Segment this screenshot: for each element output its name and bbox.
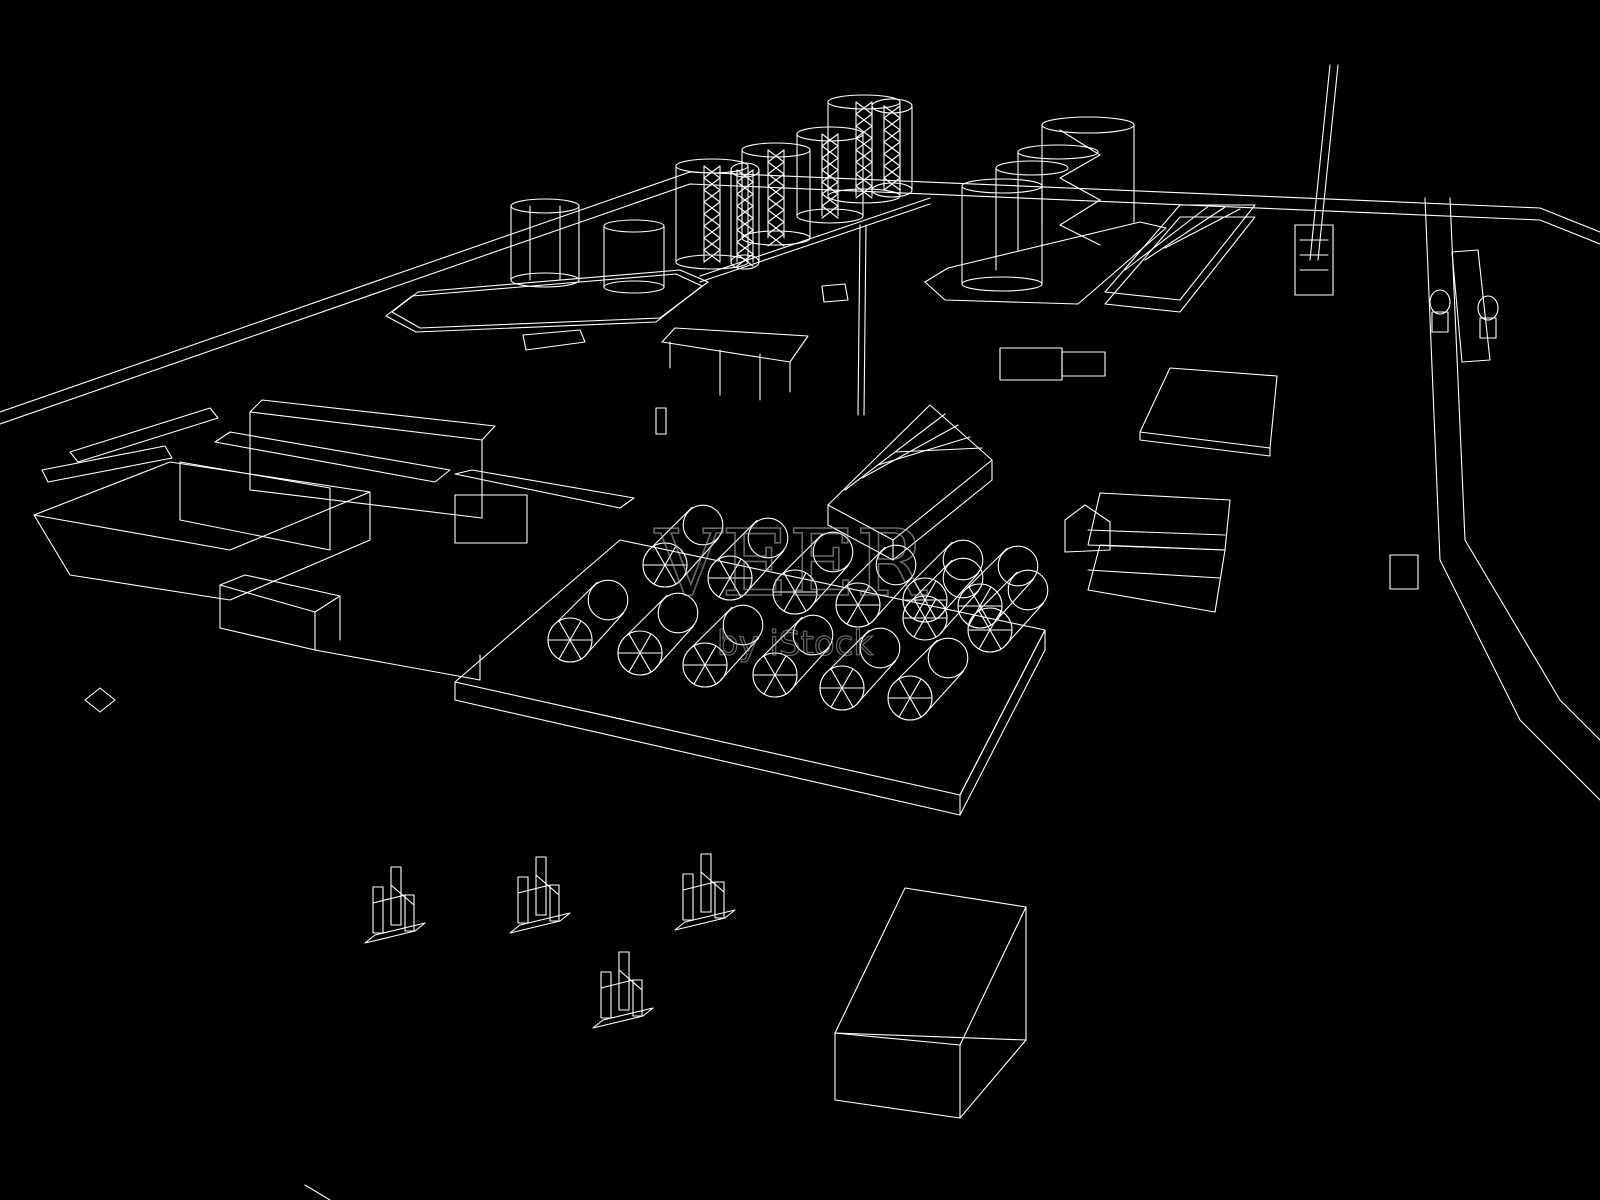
horizontal-tank-14 <box>957 545 1039 629</box>
transformer-2 <box>509 856 571 934</box>
perimeter-fence <box>0 171 1600 801</box>
watermark-brand: VEER <box>654 510 928 617</box>
horizontal-tank-2 <box>707 517 789 601</box>
horizontal-tank-11 <box>887 637 969 721</box>
pipe-rack <box>699 197 931 416</box>
arched-hall <box>827 404 993 561</box>
transformer-group <box>364 853 736 1029</box>
storage-tank-1 <box>510 198 580 288</box>
loading-rack <box>1451 249 1491 363</box>
storage-tank-2 <box>603 219 665 294</box>
storage-tank-cluster-right <box>961 116 1135 292</box>
foreground-building <box>834 887 1027 1119</box>
exchanger-bank <box>1104 204 1256 313</box>
control-building-top-right <box>1294 64 1339 296</box>
mobile-crane <box>522 283 849 351</box>
transformer-1 <box>364 866 426 944</box>
horizontal-tank-group <box>547 504 1049 721</box>
horizontal-tank-7 <box>617 592 699 676</box>
foreground-edge <box>304 1184 331 1200</box>
horizontal-tank-10 <box>819 627 901 711</box>
material-stacks <box>1064 492 1419 613</box>
horizontal-tank-platform <box>454 539 1046 816</box>
tank-column-group <box>675 94 913 270</box>
watermark-sub: by iStock <box>717 624 873 664</box>
horizontal-tank-1 <box>642 504 724 588</box>
transformer-4 <box>592 951 654 1029</box>
tank-column-6 <box>730 162 760 270</box>
admin-building-complex <box>33 399 635 713</box>
tanker-truck-1 <box>1429 289 1451 333</box>
tank-farm-berm-left <box>385 269 709 333</box>
warehouse-center-right <box>999 347 1278 457</box>
tank-farm-berm-right <box>924 221 1167 305</box>
horizontal-tank-6 <box>547 579 629 663</box>
watermark: VEER by iStock <box>653 509 928 664</box>
tank-column-3 <box>796 126 864 224</box>
horizontal-tank-8 <box>682 604 764 688</box>
horizontal-tank-4 <box>835 544 917 628</box>
horizontal-tank-9 <box>752 614 834 698</box>
tank-column-1 <box>675 158 749 270</box>
pipe-shelter <box>655 327 809 435</box>
horizontal-tank-3 <box>772 531 854 615</box>
horizontal-tank-5 <box>902 539 984 623</box>
wireframe-lines <box>0 64 1600 1200</box>
tank-column-5 <box>871 98 913 198</box>
transformer-3 <box>674 853 736 931</box>
